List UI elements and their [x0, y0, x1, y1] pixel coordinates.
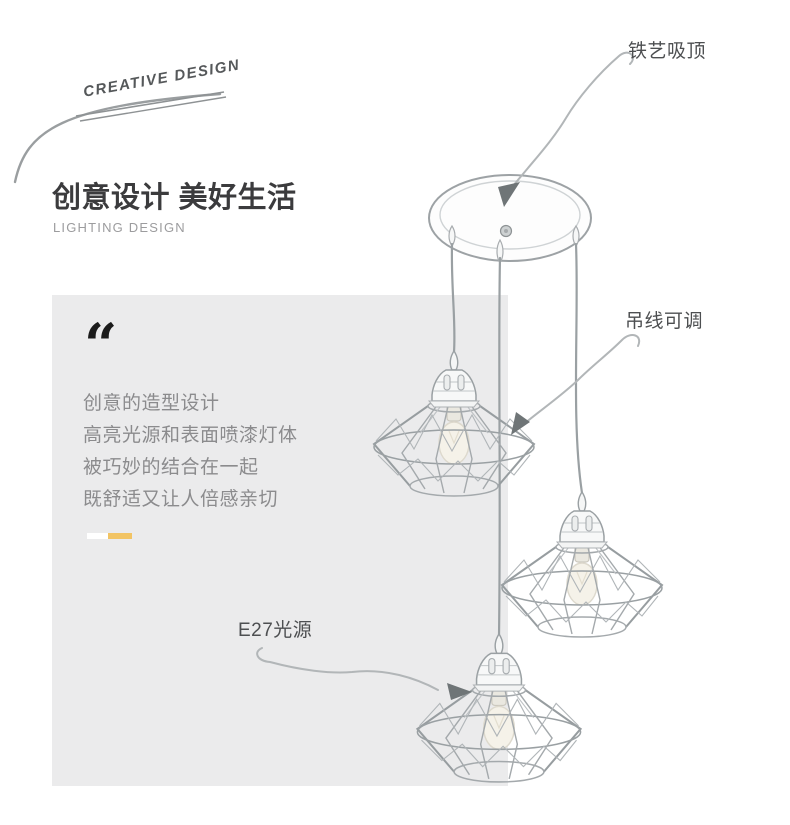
page-title: 创意设计 美好生活 [52, 182, 297, 214]
divider-white-segment [87, 533, 108, 539]
quote-text: 创意的造型设计 高亮光源和表面喷漆灯体 被巧妙的结合在一起 既舒适又让人倍感亲切 [83, 388, 298, 516]
divider [87, 533, 132, 539]
pendant-cord-3 [574, 242, 584, 495]
callout-ceiling-mount: 铁艺吸顶 [628, 41, 707, 62]
callout-adjustable-wire: 吊线可调 [625, 311, 704, 332]
quote-line: 既舒适又让人倍感亲切 [83, 489, 279, 510]
quote-line: 被巧妙的结合在一起 [83, 457, 259, 478]
quote-line: 创意的造型设计 [83, 393, 220, 414]
callout-e27-bulb: E27光源 [238, 620, 313, 641]
swoosh-line [13, 91, 227, 184]
divider-yellow-segment [108, 533, 132, 539]
gray-panel [52, 295, 508, 786]
arrowhead-icon [511, 412, 530, 435]
ceiling-canopy [428, 174, 592, 265]
handwritten-brand-text: CREATIVE DESIGN [82, 56, 242, 101]
quote-icon: “ [84, 311, 118, 379]
quote-line: 高亮光源和表面喷漆灯体 [83, 425, 298, 446]
pendant-lamp-2 [501, 491, 663, 638]
callout-arrow-wire [511, 334, 641, 435]
callout-arrow-ceiling [498, 51, 634, 207]
screw-icon [499, 224, 513, 238]
page-subtitle: LIGHTING DESIGN [53, 220, 186, 235]
arrowhead-icon [498, 182, 520, 207]
